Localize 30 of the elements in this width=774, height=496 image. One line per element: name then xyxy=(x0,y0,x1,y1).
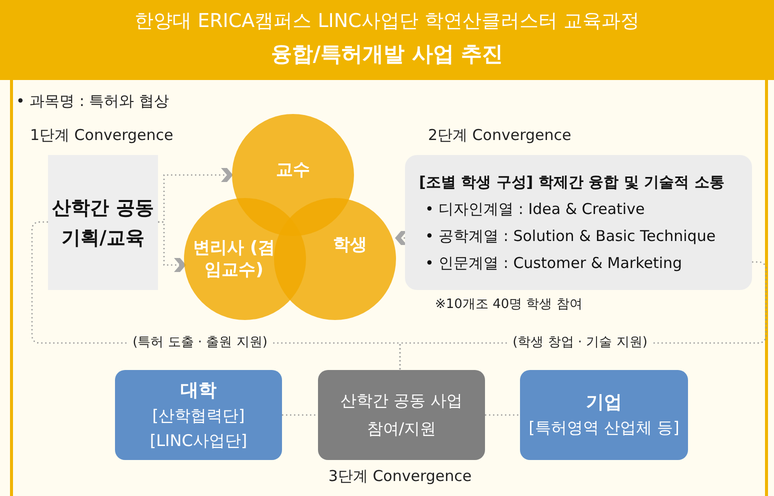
node-title: 대학 xyxy=(180,378,216,402)
footnote: ※10개조 40명 학생 참여 xyxy=(435,296,582,313)
edge-label: (특허 도출 · 출원 지원) xyxy=(128,335,272,350)
node-subtitle: [특허영역 산업체 등] xyxy=(528,417,680,439)
course-name: • 과목명 : 특허와 협상 xyxy=(16,92,169,111)
node-title: 기업 xyxy=(586,391,622,415)
node-subtitle: [산학협력단] xyxy=(152,404,245,426)
edge-label: (학생 창업 · 기술 지원) xyxy=(508,335,652,350)
node-title: 학생 xyxy=(333,234,367,256)
node-title: 변리사 (겸임교수) xyxy=(192,237,276,281)
subtitle: 융합/특허개발 사업 추진 xyxy=(270,41,504,68)
bullet-item: • 인문계열 : Customer & Marketing xyxy=(424,252,682,274)
bullet-item: • 디자인계열 : Idea & Creative xyxy=(424,198,645,220)
process-box xyxy=(520,370,688,460)
process-box xyxy=(115,370,282,460)
node-subtitle: [LINC사업단] xyxy=(150,430,248,452)
node-title: 산학간 공동 사업참여/지원 xyxy=(340,390,463,440)
node-title: 교수 xyxy=(276,159,310,181)
process-box xyxy=(48,155,158,290)
stage-label: 3단계 Convergence xyxy=(327,467,473,486)
box-heading: [조별 학생 구성] 학제간 융합 및 기술적 소통 xyxy=(419,172,724,192)
stage-label: 2단계 Convergence xyxy=(428,126,572,145)
bullet-item: • 공학계열 : Solution & Basic Technique xyxy=(424,226,716,246)
stage-label: 1단계 Convergence xyxy=(30,126,174,145)
process-box xyxy=(318,370,485,460)
title: 한양대 ERICA캠퍼스 LINC사업단 학연산클러스터 교육과정 xyxy=(134,9,640,34)
connector-line xyxy=(485,414,520,416)
connector-line xyxy=(282,414,318,416)
node-title: 산학간 공동 기획/교육 xyxy=(51,196,155,250)
info-box xyxy=(405,155,752,290)
